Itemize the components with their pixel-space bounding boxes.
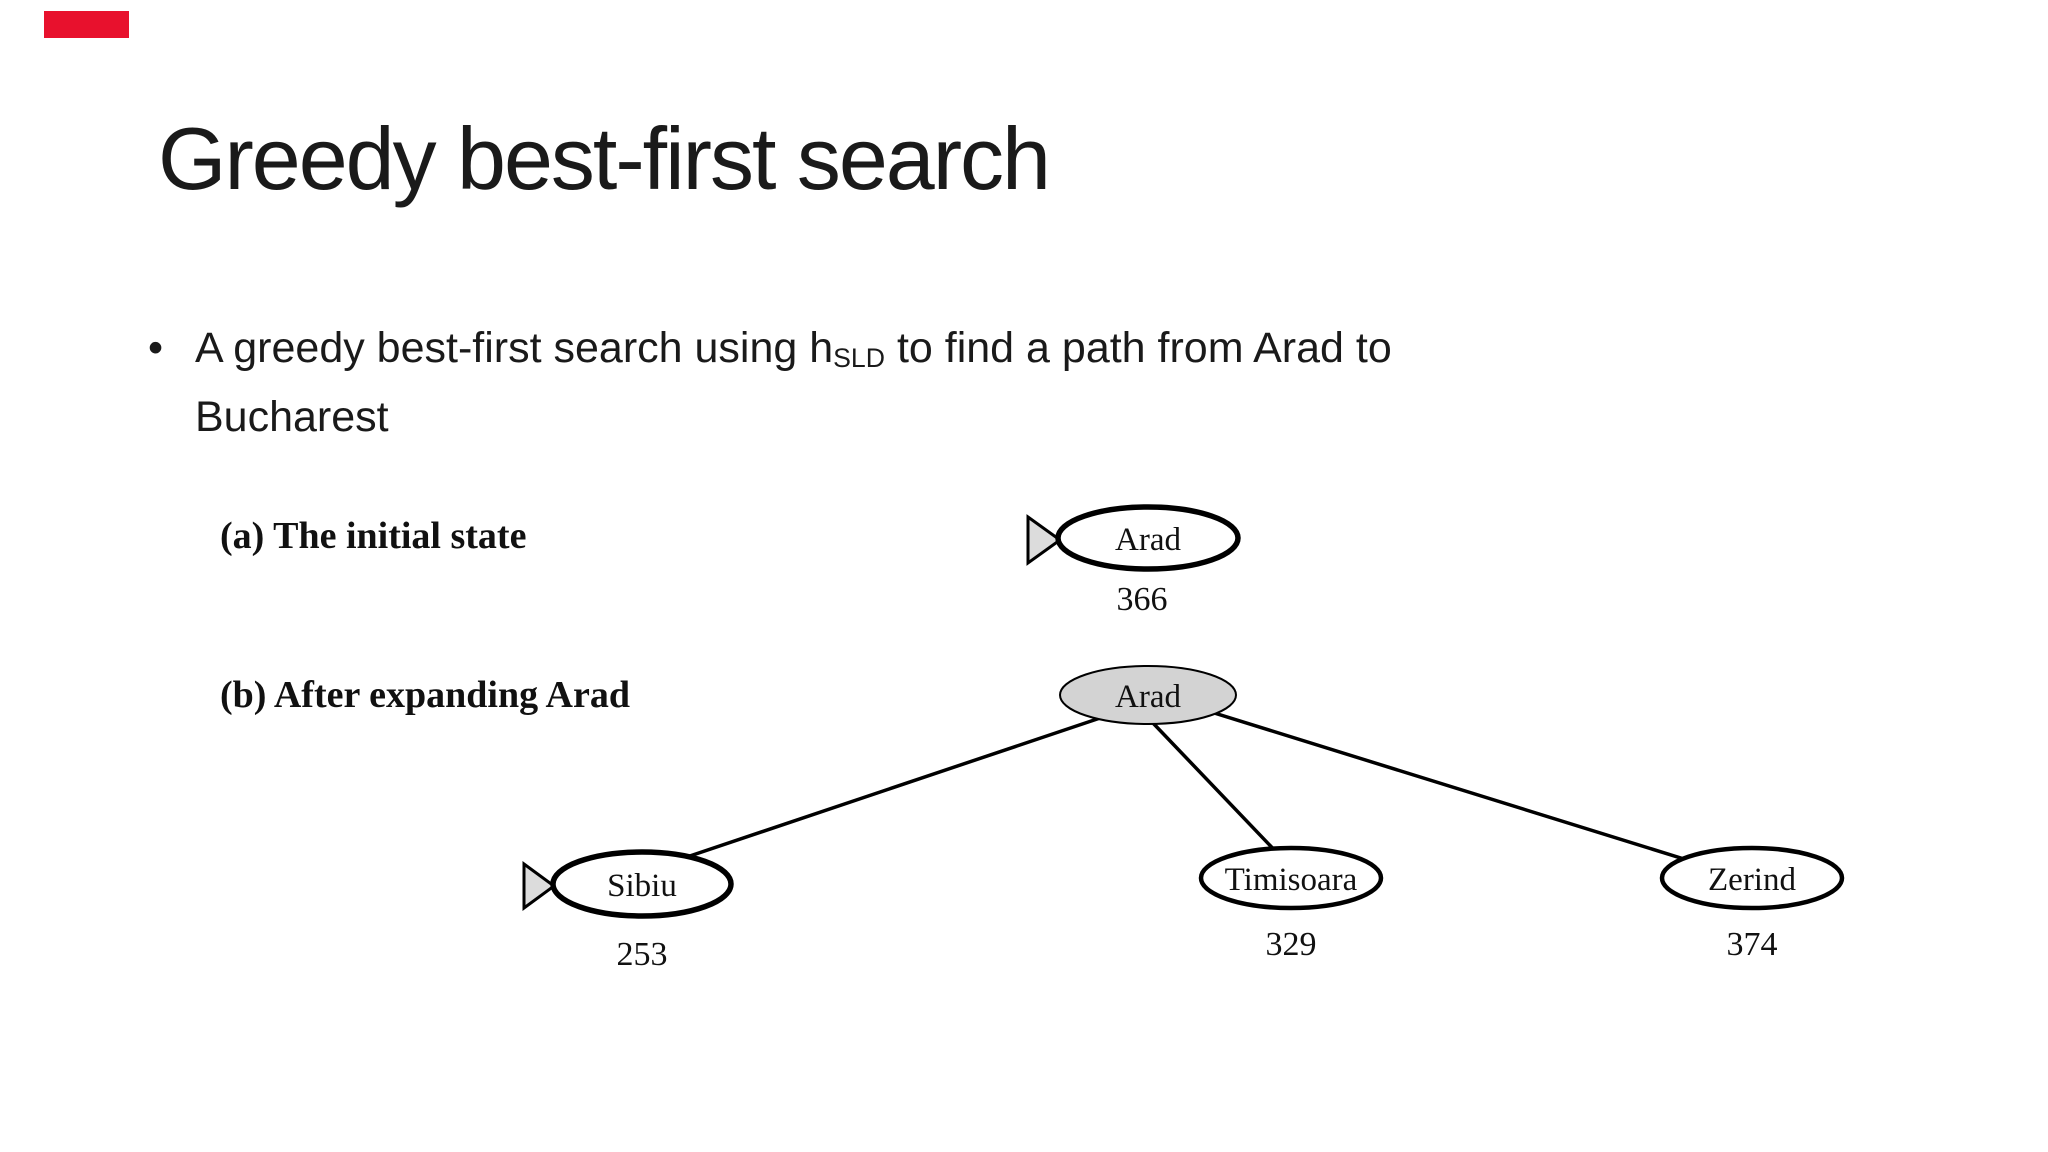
bullet-item: • A greedy best-first search using hSLD …	[148, 316, 1392, 449]
node-ellipse-timisoara	[1198, 845, 1384, 911]
bullet-text: A greedy best-first search using hSLD to…	[195, 316, 1392, 449]
node-label-sibiu: Sibiu	[607, 868, 677, 904]
heuristic-sibiu: 253	[617, 936, 668, 973]
node-label-arad-initial: Arad	[1115, 522, 1181, 558]
node-label-timisoara: Timisoara	[1225, 862, 1358, 898]
node-ellipse-sibiu	[550, 849, 734, 919]
tree-edge-arad-timisoara	[1150, 720, 1284, 860]
heuristic-timisoara: 329	[1266, 926, 1317, 963]
figure-label-b: (b) After expanding Arad	[220, 674, 630, 716]
bullet-line1-pre: A greedy best-first search using h	[195, 324, 834, 372]
bullet-marker: •	[148, 324, 164, 372]
bullet-subscript: SLD	[833, 342, 886, 373]
node-label-arad-expanded: Arad	[1115, 679, 1181, 715]
red-accent-bar	[44, 11, 129, 38]
bullet-line1: A greedy best-first search using hSLD to…	[195, 324, 1392, 373]
bullet-line1-post: to find a path from Arad to	[885, 324, 1392, 372]
heuristic-arad-initial: 366	[1117, 581, 1168, 618]
node-ellipse-arad-initial	[1055, 504, 1241, 572]
node-ellipse-zerind	[1659, 845, 1845, 911]
figure-label-a: (a) The initial state	[220, 515, 526, 557]
heuristic-zerind: 374	[1727, 926, 1778, 963]
node-label-zerind: Zerind	[1708, 862, 1796, 898]
tree-edge-arad-sibiu	[671, 710, 1119, 864]
pointer-triangle-icon	[1026, 514, 1063, 566]
slide-title: Greedy best-first search	[158, 109, 1051, 208]
bullet-line2: Bucharest	[195, 393, 389, 441]
node-ellipse-arad-expanded	[1059, 665, 1237, 725]
tree-edge-arad-zerind	[1194, 705, 1701, 866]
pointer-triangle-icon	[522, 861, 557, 911]
